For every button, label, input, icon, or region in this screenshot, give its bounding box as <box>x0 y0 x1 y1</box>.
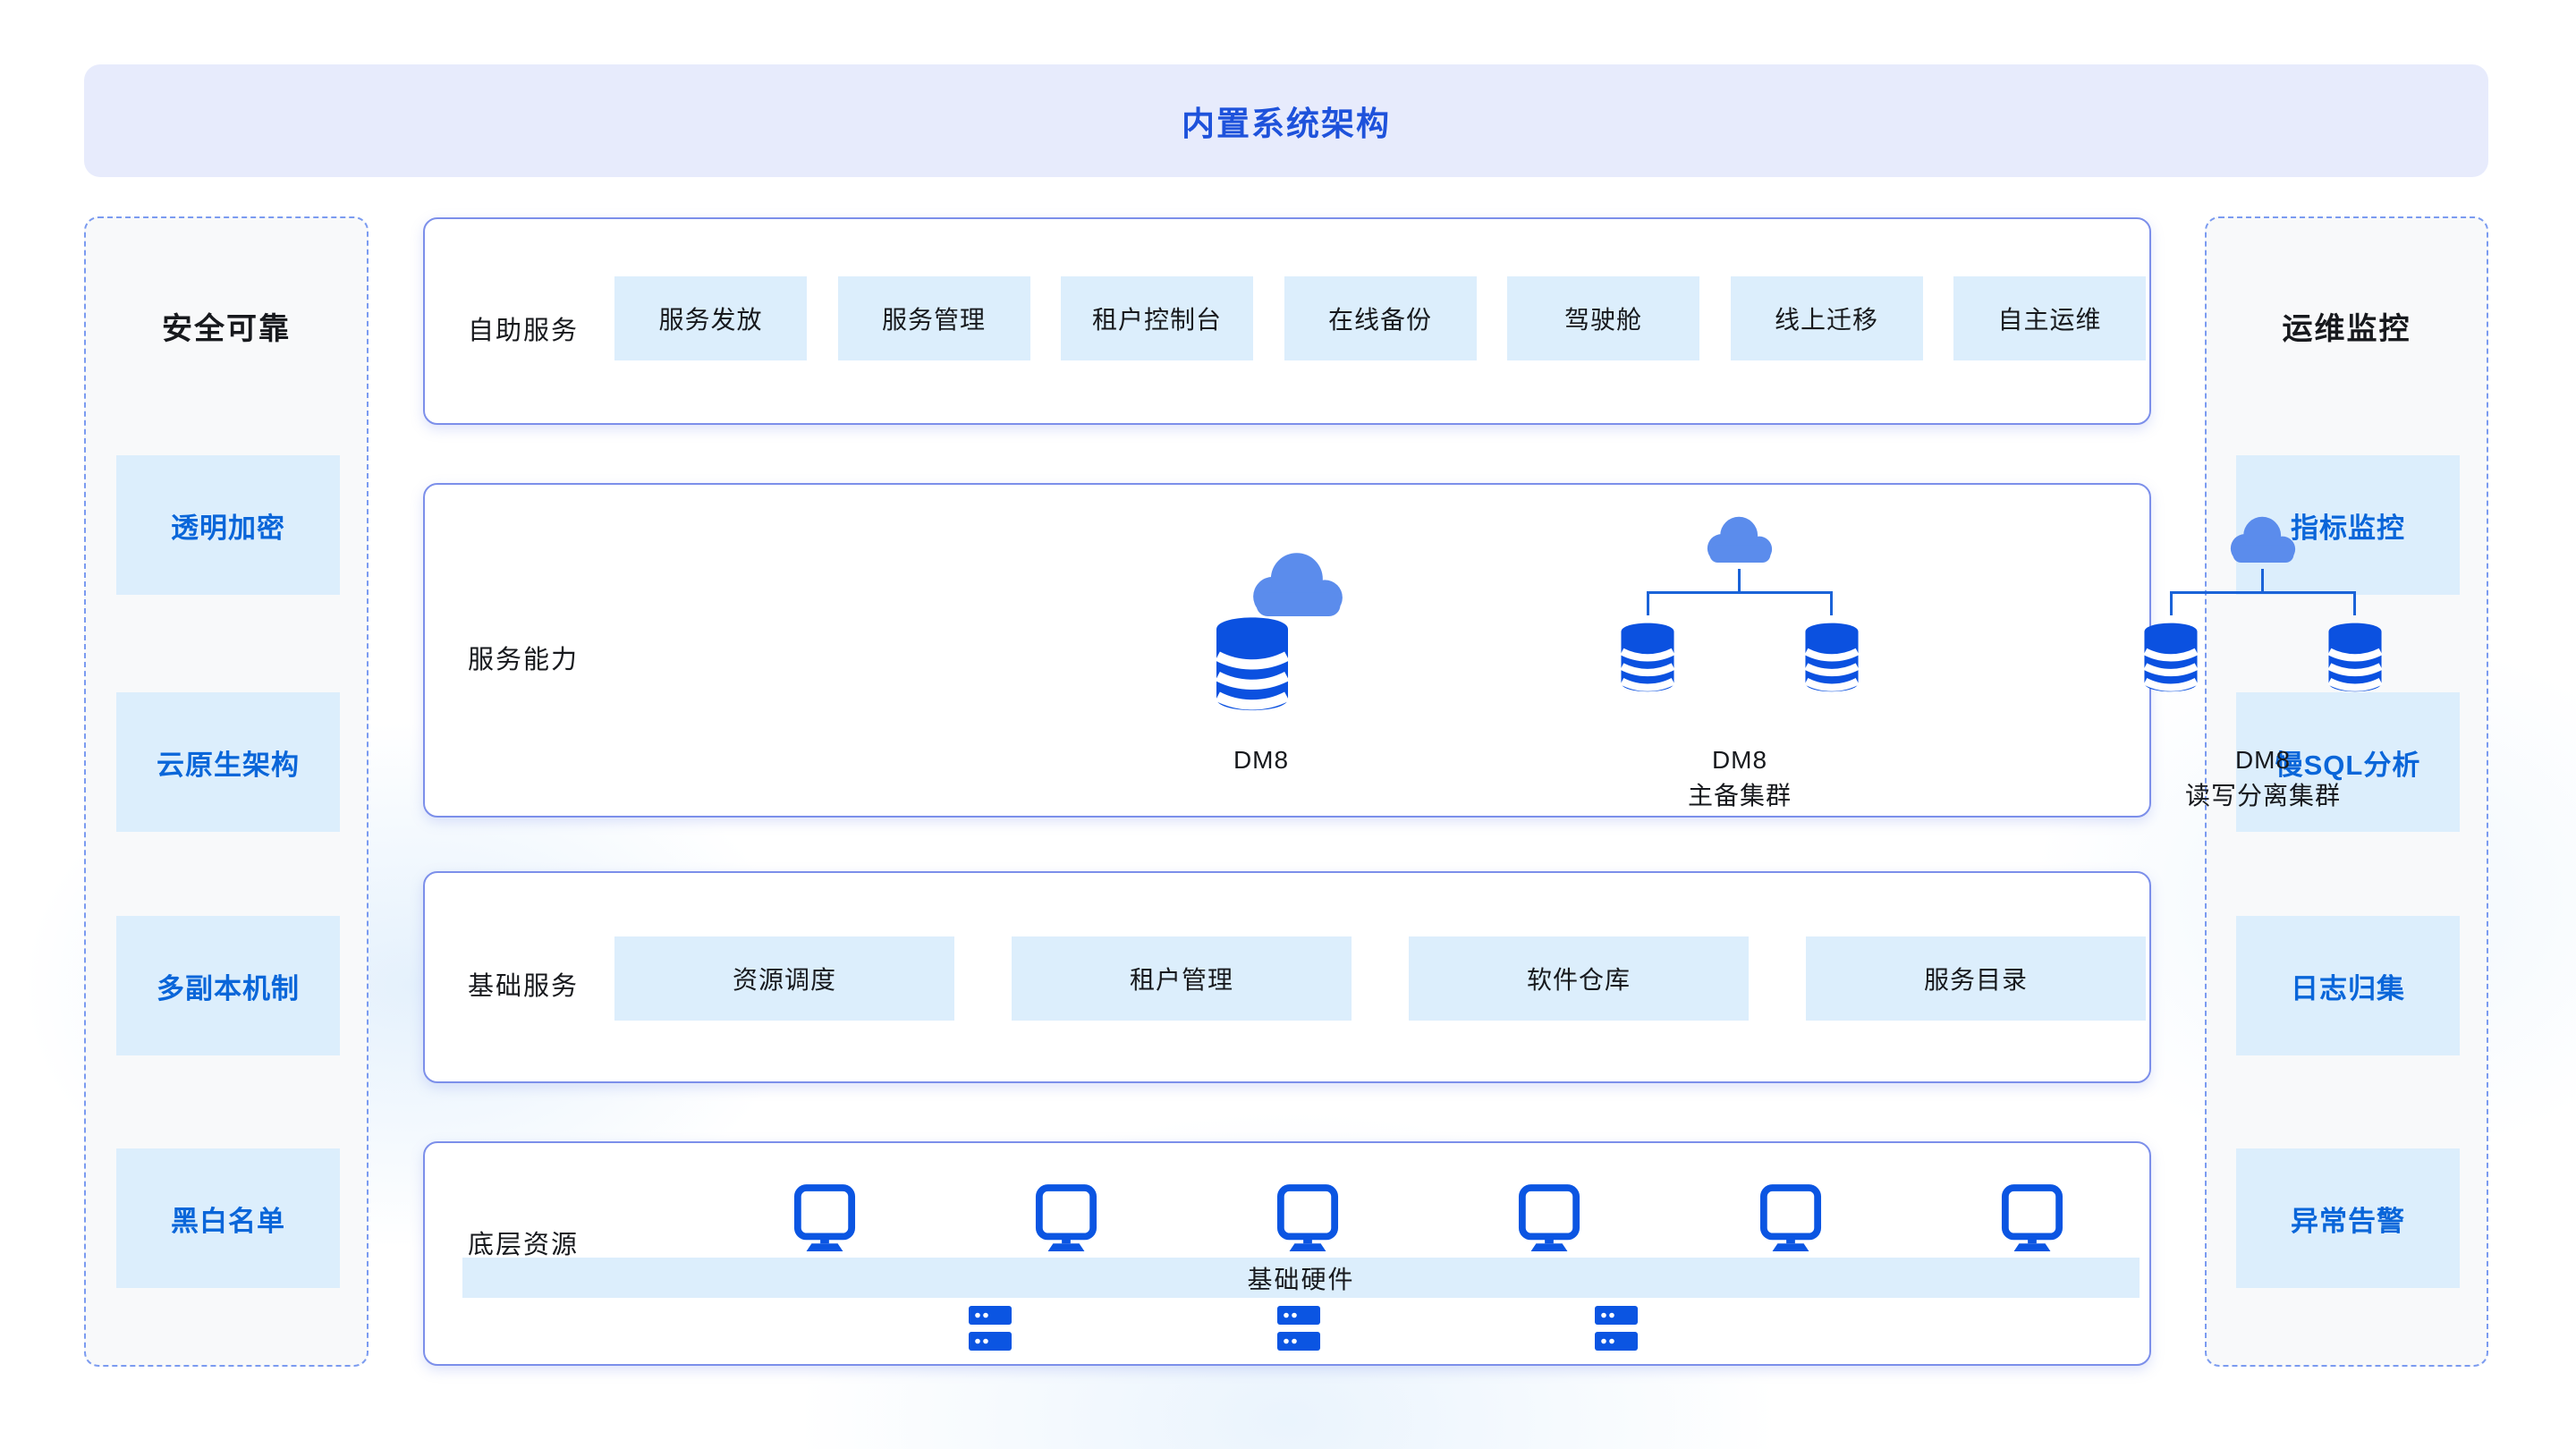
ops-item-log-collection: 日志归集 <box>2236 916 2460 1055</box>
server-stack-icon <box>1595 1306 1638 1351</box>
monitor-icon <box>1759 1182 1822 1254</box>
chip-tenant-console: 租户控制台 <box>1061 276 1253 360</box>
capability-row: 服务能力 DM8 DM8 主备集群 DM8 读写分离集群 <box>423 483 2151 818</box>
chip-service-provision: 服务发放 <box>614 276 807 360</box>
cloud-icon <box>2225 510 2301 569</box>
server-stack-icon <box>1277 1306 1320 1351</box>
connector-line <box>1647 591 1833 594</box>
chip-autonomous-ops: 自主运维 <box>1953 276 2146 360</box>
monitor-icon <box>1035 1182 1097 1254</box>
infra-row: 底层资源 基础硬件 <box>423 1141 2151 1366</box>
page-title: 内置系统架构 <box>1182 106 1391 142</box>
security-panel: 安全可靠 透明加密 云原生架构 多副本机制 黑白名单 <box>84 216 369 1367</box>
connector-line <box>2261 569 2264 591</box>
database-icon <box>1614 614 1681 699</box>
chip-online-migration: 线上迁移 <box>1730 276 1923 360</box>
banner: 内置系统架构 <box>84 64 2488 177</box>
cloud-icon <box>1246 542 1350 626</box>
infra-row-label: 底层资源 <box>468 1231 580 1259</box>
security-item-cloud-native: 云原生架构 <box>116 692 340 832</box>
dm8-primary-standby-label: DM8 主备集群 <box>1601 742 1878 814</box>
chip-service-catalog: 服务目录 <box>1806 936 2146 1021</box>
ops-monitor-panel-title: 运维监控 <box>2282 312 2411 346</box>
capability-row-label: 服务能力 <box>468 646 580 674</box>
self-service-row: 自助服务 服务发放 服务管理 租户控制台 在线备份 驾驶舱 线上迁移 自主运维 <box>423 217 2151 425</box>
cloud-icon <box>1702 510 1777 569</box>
connector-line <box>1738 569 1741 591</box>
monitor-icon <box>1518 1182 1580 1254</box>
monitor-icon <box>1276 1182 1339 1254</box>
self-service-chip-strip: 服务发放 服务管理 租户控制台 在线备份 驾驶舱 线上迁移 自主运维 <box>614 276 2146 360</box>
chip-cockpit: 驾驶舱 <box>1507 276 1699 360</box>
connector-line <box>2170 591 2173 615</box>
connector-line <box>1830 591 1833 615</box>
database-icon <box>1799 614 1865 699</box>
dm8-read-write-split-group: DM8 读写分离集群 <box>2124 485 2402 816</box>
base-service-row-label: 基础服务 <box>468 972 580 1001</box>
chip-service-management: 服务管理 <box>837 276 1030 360</box>
security-item-transparent-encryption: 透明加密 <box>116 455 340 595</box>
dm8-single-label: DM8 <box>1123 742 1400 778</box>
connector-line <box>1647 591 1649 615</box>
dm8-primary-standby-label-line2: 主备集群 <box>1687 782 1792 809</box>
chip-resource-scheduling: 资源调度 <box>614 936 954 1021</box>
chip-software-repository: 软件仓库 <box>1409 936 1749 1021</box>
security-item-blacklist-whitelist: 黑白名单 <box>116 1148 340 1288</box>
ops-item-slow-sql: 慢SQL分析 <box>2236 692 2460 832</box>
monitor-icon <box>2001 1182 2063 1254</box>
host-monitor-strip <box>793 1182 2063 1254</box>
connector-line <box>2353 591 2356 615</box>
connector-line <box>2170 591 2356 594</box>
dm8-read-write-split-label-line2: 读写分离集群 <box>2184 782 2341 809</box>
dm8-single-group: DM8 <box>1123 485 1400 816</box>
hardware-bar: 基础硬件 <box>462 1258 2140 1298</box>
security-panel-title: 安全可靠 <box>162 312 291 346</box>
server-stack-icon <box>969 1306 1012 1351</box>
ops-item-alerting: 异常告警 <box>2236 1148 2460 1288</box>
base-service-row: 基础服务 资源调度 租户管理 软件仓库 服务目录 <box>423 871 2151 1083</box>
dm8-read-write-split-label-line1: DM8 <box>2234 746 2292 774</box>
database-icon <box>2138 614 2204 699</box>
dm8-primary-standby-label-line1: DM8 <box>1711 746 1768 774</box>
dm8-read-write-split-label: DM8 读写分离集群 <box>2124 742 2402 814</box>
chip-tenant-management: 租户管理 <box>1012 936 1352 1021</box>
monitor-icon <box>793 1182 856 1254</box>
security-item-multi-replica: 多副本机制 <box>116 916 340 1055</box>
dm8-single-label-line1: DM8 <box>1233 746 1290 774</box>
self-service-row-label: 自助服务 <box>468 317 580 345</box>
dm8-primary-standby-group: DM8 主备集群 <box>1601 485 1878 816</box>
database-icon <box>2322 614 2388 699</box>
ops-monitor-panel: 运维监控 指标监控 慢SQL分析 日志归集 异常告警 <box>2205 216 2488 1367</box>
base-service-chip-strip: 资源调度 租户管理 软件仓库 服务目录 <box>614 936 2146 1021</box>
chip-online-backup: 在线备份 <box>1284 276 1477 360</box>
